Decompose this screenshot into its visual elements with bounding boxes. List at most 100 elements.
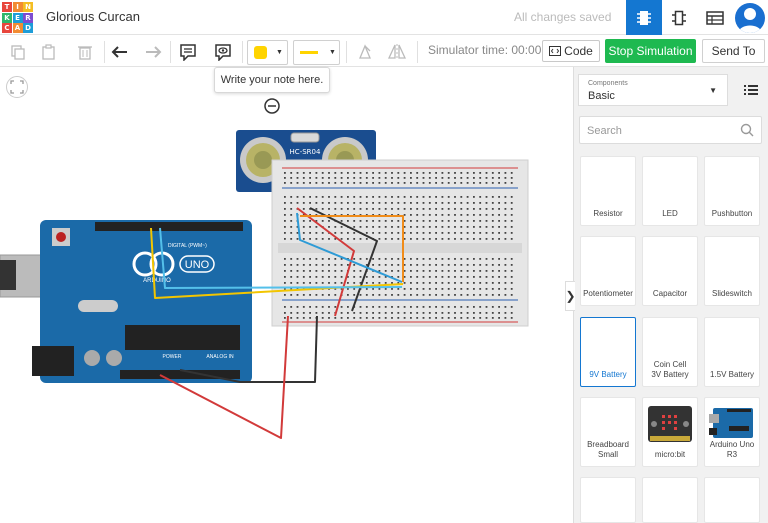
component-tile-label: 1.5V Battery	[709, 370, 755, 379]
stop-simulation-button[interactable]: Stop Simulation	[605, 39, 696, 63]
board-brand-label: ARDUINO	[143, 278, 171, 284]
code-button[interactable]: Code	[542, 40, 600, 62]
redo-button[interactable]	[141, 40, 165, 64]
microbit-image	[648, 406, 692, 447]
logo-letter: E	[12, 12, 23, 23]
breadboard[interactable]	[271, 159, 529, 327]
power-pins-label: POWER	[163, 354, 182, 360]
component-tile-empty[interactable]	[642, 477, 698, 523]
wire-color-swatch	[300, 51, 318, 54]
divider	[346, 41, 347, 63]
search-icon	[740, 123, 754, 137]
chevron-down-icon: ▼	[329, 49, 336, 56]
logo-letter: A	[12, 23, 23, 33]
component-tile-label: LED	[662, 209, 678, 218]
wires[interactable]	[150, 207, 404, 439]
eye-note-icon	[215, 44, 231, 61]
project-title[interactable]: Glorious Curcan	[46, 9, 140, 24]
send-to-button[interactable]: Send To	[702, 39, 765, 63]
save-status: All changes saved	[514, 10, 612, 24]
list-icon	[744, 85, 758, 95]
search-placeholder: Search	[587, 125, 622, 137]
fill-color-swatch	[254, 46, 267, 59]
paste-icon	[42, 44, 55, 60]
component-tile-9v-battery[interactable]: 9V Battery	[580, 317, 636, 387]
logo-letter: T	[2, 2, 12, 12]
flip-icon	[387, 44, 407, 60]
component-tile-micro-bit[interactable]: micro:bit	[642, 397, 698, 467]
component-tile-label: Slideswitch	[711, 289, 752, 298]
component-tile-empty[interactable]	[580, 477, 636, 523]
components-caption: Components	[588, 80, 628, 87]
wire-color-dropdown[interactable]: ▼	[293, 40, 340, 65]
code-icon	[549, 46, 562, 56]
component-tile-label: Resistor	[593, 209, 623, 218]
sensor-label: HC-SR04	[290, 148, 321, 156]
chevron-down-icon: ▼	[276, 49, 283, 56]
arduino-image	[709, 406, 755, 445]
component-tile-empty[interactable]	[704, 477, 760, 523]
flip-button[interactable]	[385, 40, 409, 64]
fill-color-dropdown[interactable]: ▼	[247, 40, 288, 65]
component-tile-label: 9V Battery	[589, 370, 627, 379]
copy-button[interactable]	[6, 40, 30, 64]
chip-icon	[637, 10, 651, 25]
rotate-icon	[359, 44, 371, 59]
analog-pins-label: ANALOG IN	[206, 354, 234, 360]
schematic-icon	[672, 10, 686, 25]
code-label: Code	[564, 44, 593, 58]
circuit-view-button[interactable]	[626, 0, 662, 35]
component-tile-label: Capacitor	[652, 289, 688, 298]
note-icon	[180, 44, 196, 61]
note-anchor[interactable]	[264, 98, 280, 114]
chevron-right-icon: ❯	[565, 289, 576, 303]
zoom-to-fit-button[interactable]	[6, 76, 28, 98]
delete-button[interactable]	[73, 40, 97, 64]
arduino-board[interactable]: UNO DIGITAL (PWM~) ARDUINO POWER ANALOG …	[0, 220, 252, 383]
schematic-view-button[interactable]	[661, 0, 697, 35]
component-tile-1-5v-battery[interactable]: 1.5V Battery	[704, 317, 760, 387]
logo-letter: D	[23, 23, 33, 33]
component-search-input[interactable]: Search	[579, 116, 762, 144]
divider	[104, 41, 105, 63]
canvas-note[interactable]: Write your note here.	[214, 67, 330, 93]
table-icon	[706, 10, 724, 25]
component-list-button[interactable]	[697, 0, 733, 35]
divider	[170, 41, 171, 63]
divider	[242, 41, 243, 63]
board-model-label: UNO	[185, 259, 210, 271]
component-tile-capacitor[interactable]: Capacitor	[642, 236, 698, 306]
logo-letter: C	[2, 23, 12, 33]
divider	[417, 41, 418, 63]
component-tile-label: Potentiometer	[583, 289, 633, 298]
copy-icon	[11, 45, 25, 60]
collapse-panel-button[interactable]: ❯	[565, 281, 576, 311]
notes-button[interactable]	[176, 40, 200, 64]
paste-button[interactable]	[37, 40, 61, 64]
components-category-select[interactable]: Components Basic ▼	[578, 74, 728, 106]
logo-letter: K	[2, 12, 12, 23]
component-tile-resistor[interactable]: Resistor	[580, 156, 636, 226]
user-avatar[interactable]	[735, 3, 765, 33]
user-icon	[738, 8, 762, 33]
component-tile-pushbutton[interactable]: Pushbutton	[704, 156, 760, 226]
redo-icon	[146, 46, 162, 58]
digital-pins-label: DIGITAL (PWM~)	[168, 243, 207, 249]
rotate-button[interactable]	[353, 40, 377, 64]
undo-button[interactable]	[108, 40, 132, 64]
component-tile-led[interactable]: LED	[642, 156, 698, 226]
logo-letter: I	[12, 2, 23, 12]
list-view-toggle[interactable]	[740, 80, 762, 100]
component-tile-potentiometer[interactable]: Potentiometer	[580, 236, 636, 306]
toggle-notes-button[interactable]	[211, 40, 235, 64]
logo-letter: N	[23, 2, 33, 12]
component-tile-slideswitch[interactable]: Slideswitch	[704, 236, 760, 306]
